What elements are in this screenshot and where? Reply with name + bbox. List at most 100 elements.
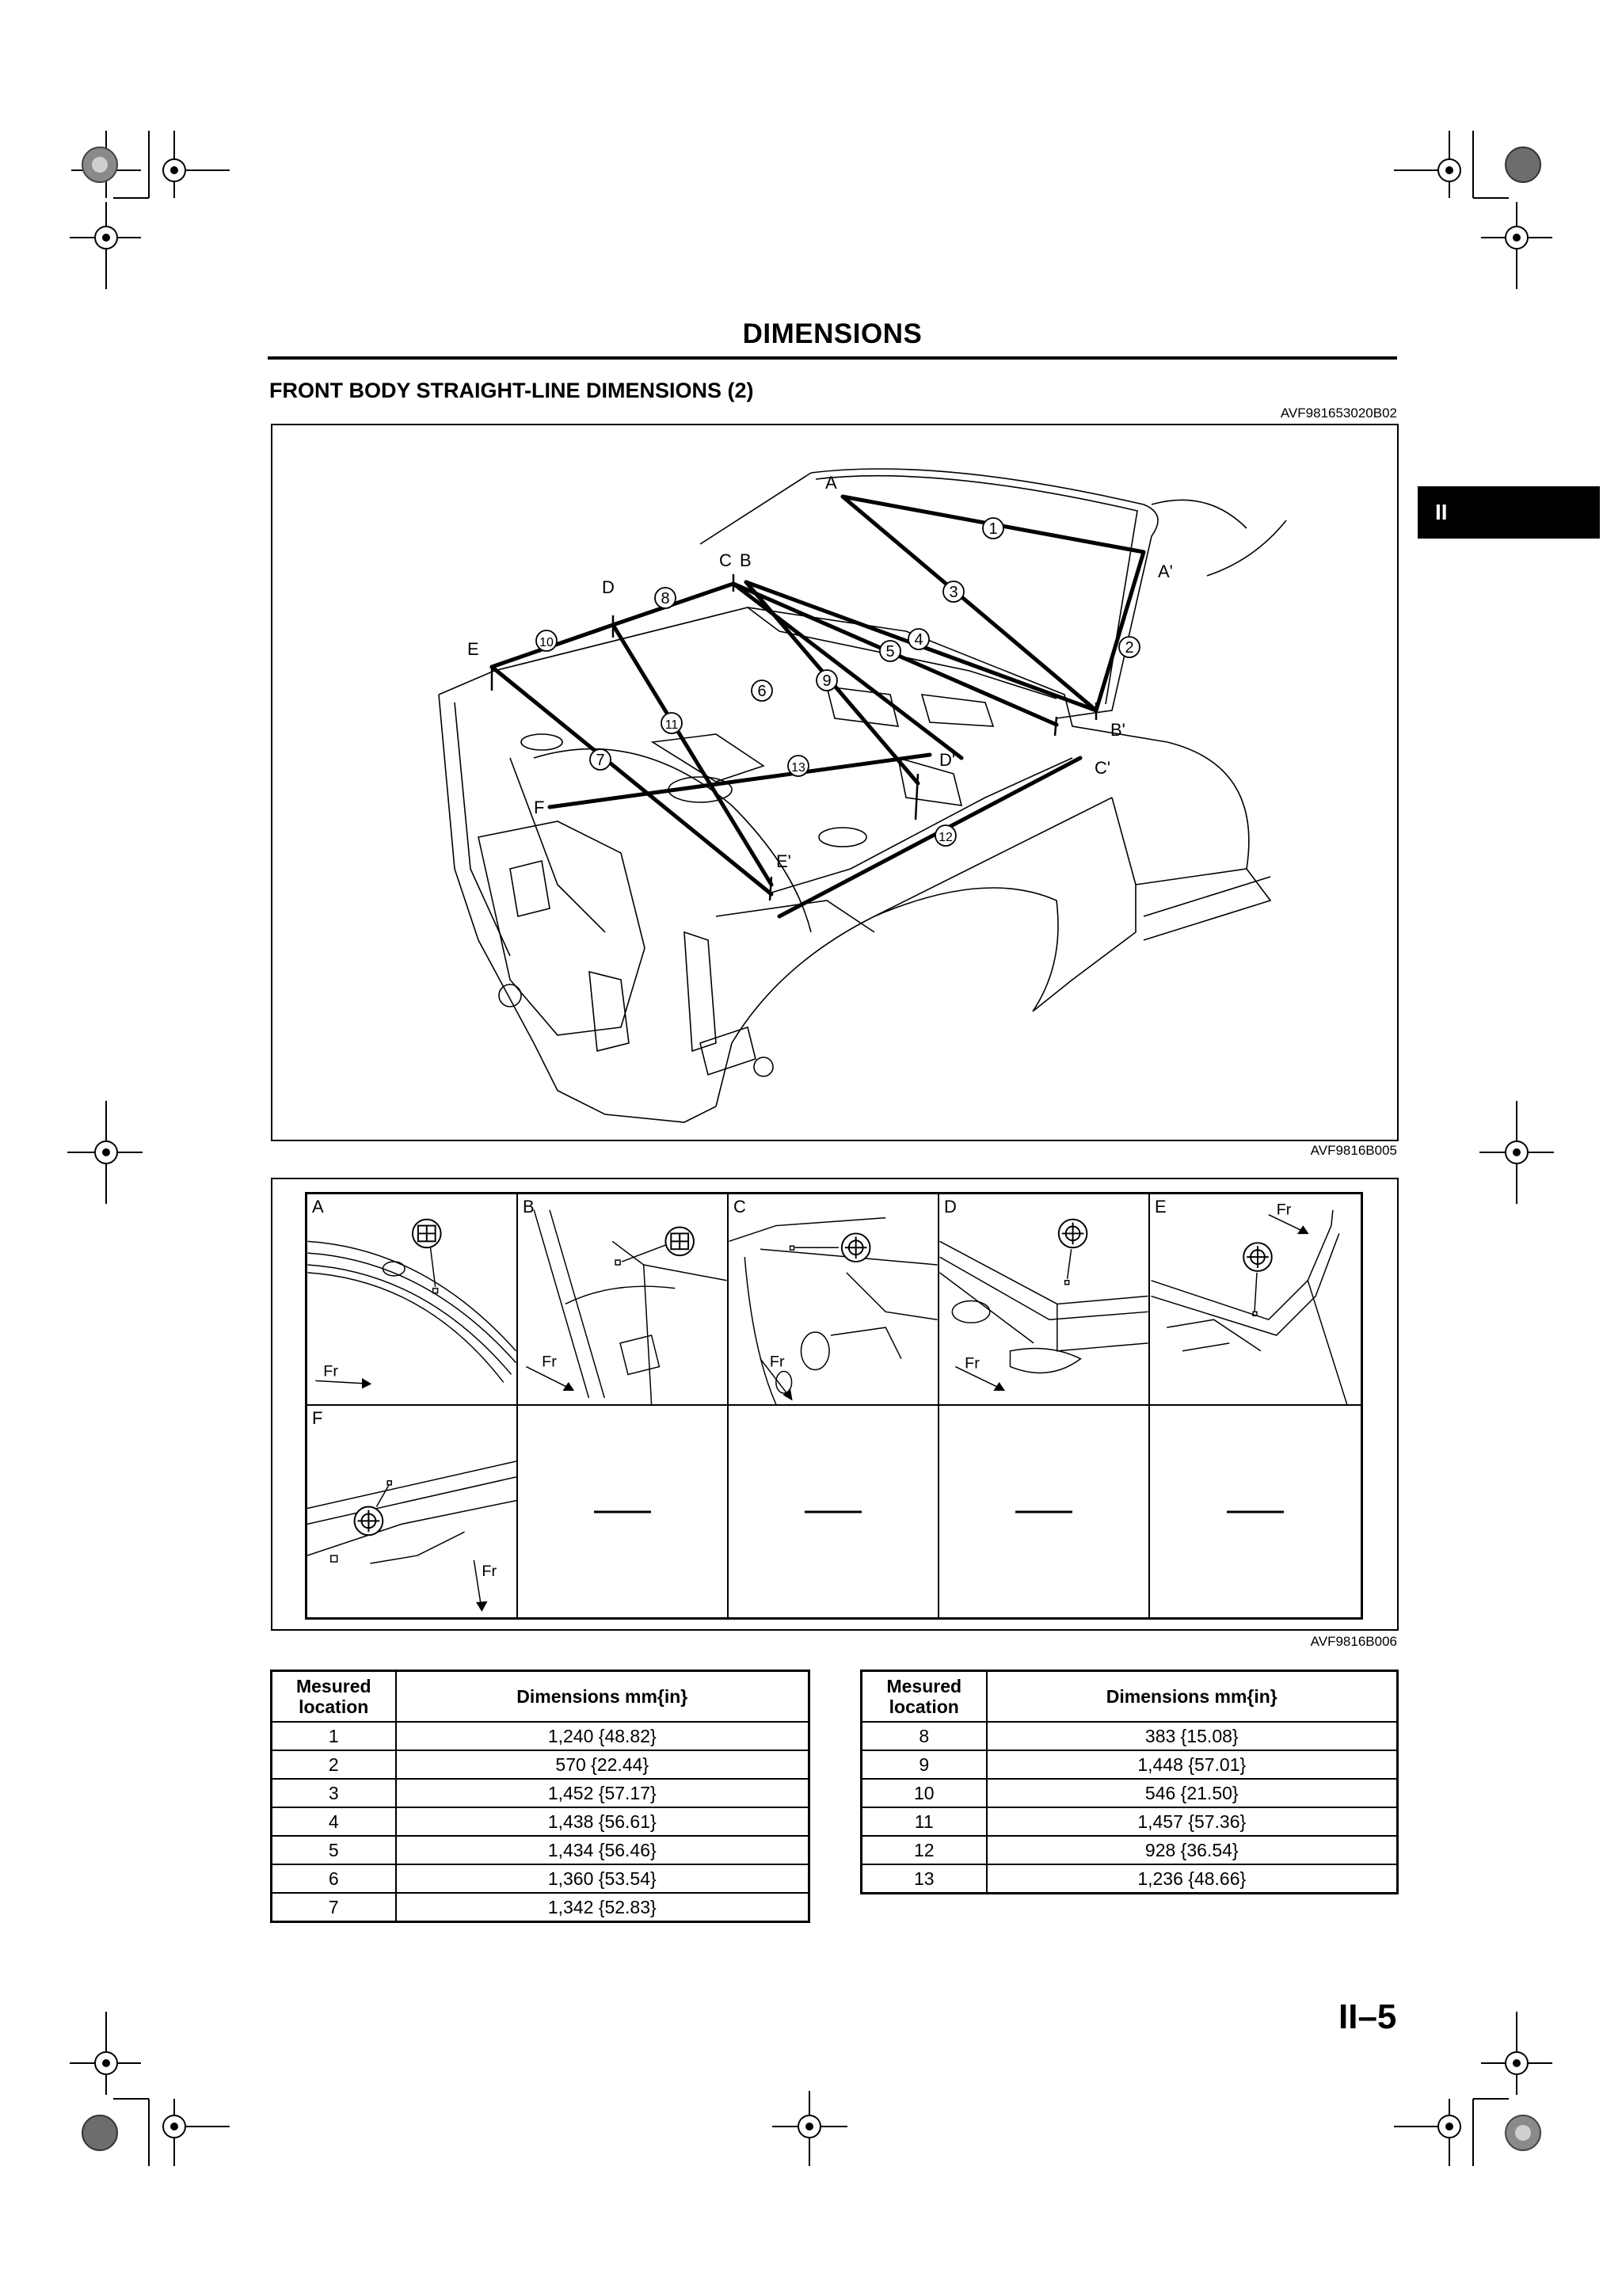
svg-text:8: 8 [661,590,669,607]
callout-1: 1 [982,517,1004,539]
dimension-cell: 1,240 {48.82} [394,1721,810,1751]
detail-b-drawing: Fr [526,1209,727,1404]
location-cell: 6 [270,1864,397,1894]
col-header-dimensions: Dimensions mm{in} [394,1670,810,1723]
callout-5: 5 [879,640,901,662]
svg-text:3: 3 [949,584,958,601]
detail-cell-c: Fr C [729,1194,939,1406]
measure-point-icon [664,1226,695,1257]
fr-label: Fr [323,1362,338,1380]
location-cell: 12 [860,1835,988,1865]
table-header-row: Mesured location Dimensions mm{in} [860,1670,1399,1723]
detail-cell-d: Fr D [939,1194,1150,1406]
detail-cell-empty [939,1406,1150,1617]
dimension-cell: 1,452 {57.17} [394,1778,810,1808]
measure-point-icon [353,1506,384,1536]
callout-2: 2 [1118,636,1140,658]
callout-7: 7 [589,748,611,771]
detail-cell-empty [518,1406,729,1617]
dimension-cell: 1,438 {56.61} [394,1807,810,1837]
page-title: DIMENSIONS [742,318,923,349]
main-figure-caption: AVF9816B005 [1310,1143,1397,1158]
location-cell: 5 [270,1835,397,1865]
col-header-location: Mesured location [270,1670,397,1723]
col-header-dimensions: Dimensions mm{in} [985,1670,1399,1723]
callout-11: 11 [661,712,683,734]
chapter-tab: II [1418,486,1600,539]
col-header-location: Mesured location [860,1670,988,1723]
page-number: II–5 [1338,1997,1397,2036]
svg-text:9: 9 [822,672,831,690]
section-title: FRONT BODY STRAIGHT-LINE DIMENSIONS (2) [269,379,754,402]
svg-text:4: 4 [914,631,923,649]
front-body-diagram: A A' B B' C C' D D' E E' F 1 2 3 4 5 6 7… [438,468,1287,1123]
detail-cell-empty [729,1406,939,1617]
point-label: B' [1110,720,1125,740]
location-cell: 2 [270,1750,397,1780]
empty-dash [1015,1510,1072,1513]
cell-letter: A [312,1197,324,1217]
callout-10: 10 [535,630,558,652]
dimension-cell: 1,360 {53.54} [394,1864,810,1894]
location-cell: 11 [860,1807,988,1837]
detail-cell-e: Fr E [1150,1194,1361,1406]
cell-letter: B [523,1197,535,1217]
detail-figure-caption: AVF9816B006 [1310,1634,1397,1649]
cell-letter: F [312,1408,323,1428]
location-cell: 8 [860,1721,988,1751]
location-cell: 10 [860,1778,988,1808]
point-label: A [825,473,837,493]
cell-letter: E [1155,1197,1167,1217]
location-cell: 7 [270,1892,397,1923]
empty-dash [1227,1510,1284,1513]
measure-point-icon [1243,1242,1273,1272]
detail-a-drawing: Fr [307,1218,516,1389]
detail-cell-f: Fr F [307,1406,518,1617]
empty-dash [805,1510,862,1513]
measure-point-icon [840,1232,871,1263]
callout-3: 3 [942,581,965,603]
point-label: C' [1095,758,1110,778]
point-label: A' [1158,562,1173,581]
point-label: F [534,798,544,817]
callout-13: 13 [787,755,809,777]
fr-label: Fr [770,1354,785,1371]
point-label: D [602,577,615,597]
cell-letter: D [944,1197,957,1217]
fr-label: Fr [965,1355,980,1373]
detail-cell-b: Fr B [518,1194,729,1406]
detail-e-drawing: Fr [1151,1201,1348,1404]
detail-d-drawing: Fr [939,1218,1148,1391]
detail-c-drawing: Fr [729,1217,938,1404]
measure-point-icon [412,1218,442,1249]
svg-text:13: 13 [791,761,805,775]
table-header-row: Mesured location Dimensions mm{in} [270,1670,810,1723]
location-cell: 4 [270,1807,397,1837]
location-cell: 13 [860,1864,988,1894]
svg-text:6: 6 [757,683,766,700]
svg-text:7: 7 [596,752,604,769]
dimension-cell: 546 {21.50} [985,1778,1399,1808]
callout-8: 8 [654,587,676,609]
dimension-cell: 928 {36.54} [985,1835,1399,1865]
fr-label: Fr [542,1354,557,1371]
title-rule [268,356,1397,360]
point-label: E' [776,851,791,871]
cell-letter: C [733,1197,746,1217]
svg-text:12: 12 [939,831,953,844]
detail-cell-a: Fr A [307,1194,518,1406]
